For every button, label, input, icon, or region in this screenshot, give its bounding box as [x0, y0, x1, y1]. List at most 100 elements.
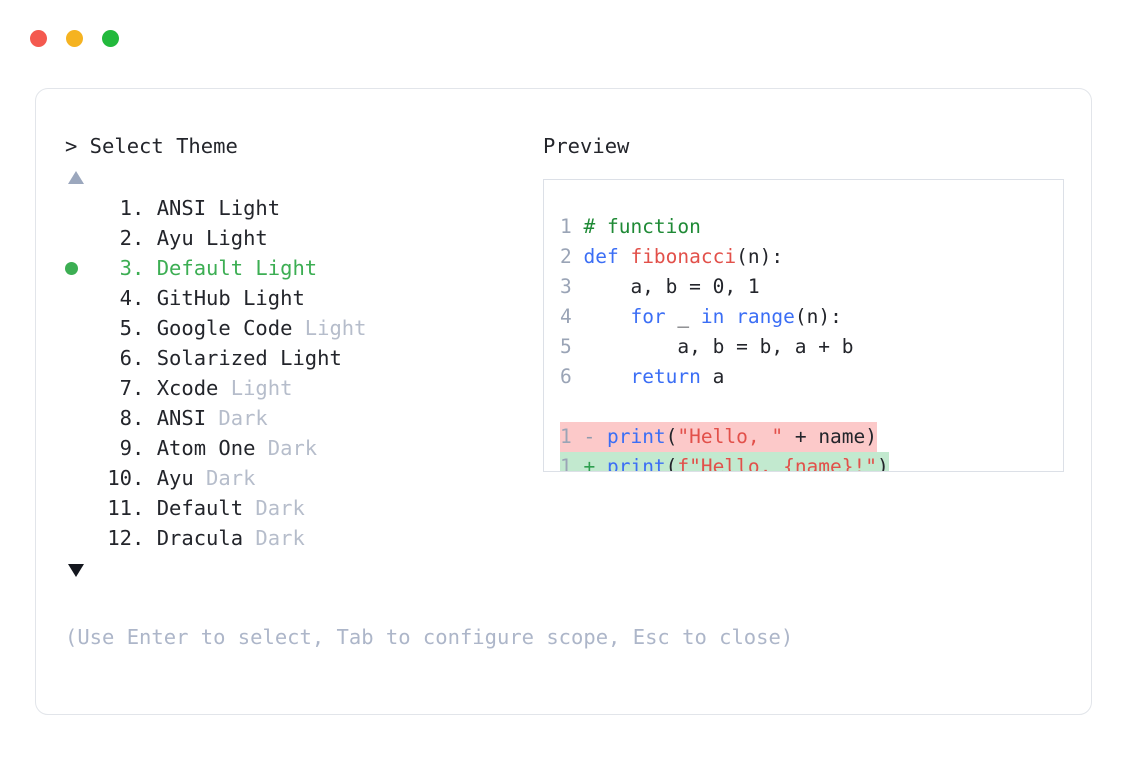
code-token: _: [665, 305, 701, 328]
close-window-button[interactable]: [30, 30, 47, 47]
diff-removed-line: 1 - print("Hello, " + name): [560, 422, 878, 452]
code-token: "Hello, ": [677, 425, 784, 448]
theme-item-variant: Light: [304, 316, 367, 340]
code-gutter-space: [572, 215, 584, 238]
diff-line-number: 1: [560, 455, 572, 472]
select-theme-prompt: > Select Theme: [65, 134, 238, 158]
theme-list-item[interactable]: 12. Dracula Dark: [65, 523, 535, 553]
theme-item-variant: Dark: [206, 466, 256, 490]
code-token: def: [583, 245, 631, 268]
code-line: 4 for _ in range(n):: [560, 302, 889, 332]
code-gutter-space: [572, 305, 584, 328]
theme-item-name: Dracula: [156, 526, 244, 550]
theme-item-index: 8: [119, 406, 133, 430]
selection-bullet-cell: [65, 343, 95, 373]
code-token: a: [700, 365, 725, 388]
selection-bullet-cell: [65, 523, 95, 553]
code-token: [583, 365, 630, 388]
code-token: (: [665, 455, 678, 472]
theme-item-index: 3: [119, 256, 133, 280]
code-token: in: [700, 305, 725, 328]
maximize-window-button[interactable]: [102, 30, 119, 47]
preview-title: Preview: [543, 134, 630, 158]
theme-item-variant: Light: [243, 286, 305, 310]
theme-item-index-dot: .: [132, 346, 145, 370]
theme-item-index-dot: .: [132, 496, 145, 520]
theme-item-index: 9: [119, 436, 133, 460]
theme-item-index: 7: [119, 376, 133, 400]
theme-item-variant: Light: [280, 346, 342, 370]
theme-item-variant: Dark: [267, 436, 318, 460]
theme-item-index: 12: [107, 526, 133, 550]
code-token: a, b = 0, 1: [583, 275, 760, 298]
code-token: (: [665, 425, 678, 448]
code-token: # function: [583, 215, 701, 238]
theme-item-index-dot: .: [132, 286, 145, 310]
minimize-window-button[interactable]: [66, 30, 83, 47]
window-traffic-lights: [30, 30, 119, 47]
theme-item-variant: Light: [255, 256, 318, 280]
theme-item-index-dot: .: [132, 466, 145, 490]
code-token: fibonacci: [630, 245, 737, 268]
selection-bullet-cell: [65, 313, 95, 343]
theme-item-index: 6: [119, 346, 133, 370]
theme-item-index: 11: [107, 496, 133, 520]
theme-item-variant: Dark: [255, 526, 305, 550]
theme-item-variant: Light: [218, 196, 281, 220]
scroll-up-arrow-icon[interactable]: [68, 171, 84, 184]
theme-item-index: 5: [119, 316, 133, 340]
code-token: [724, 305, 736, 328]
code-line-number: 5: [560, 335, 572, 358]
theme-item-variant: Light: [230, 376, 293, 400]
selection-bullet-cell: [65, 403, 95, 433]
selection-bullet-cell: [65, 493, 95, 523]
theme-item-name: Default: [156, 496, 244, 520]
selection-bullet-cell: [65, 223, 95, 253]
code-line: 3 a, b = 0, 1: [560, 272, 889, 302]
scroll-down-arrow-icon[interactable]: [68, 564, 84, 577]
code-line: 1 # function: [560, 212, 889, 242]
theme-item-index-dot: .: [132, 526, 145, 550]
theme-item-name: Solarized: [156, 346, 268, 370]
code-line-number: 3: [560, 275, 572, 298]
code-gutter-space: [572, 245, 584, 268]
code-line: 6 return a: [560, 362, 889, 392]
selection-bullet-cell: [65, 463, 95, 493]
theme-item-name: Ayu: [156, 466, 194, 490]
theme-item-index-dot: .: [132, 256, 145, 280]
code-line-number: 1: [560, 215, 572, 238]
selection-bullet-cell: [65, 373, 95, 403]
code-line-number: 4: [560, 305, 572, 328]
code-token: print: [606, 425, 666, 448]
theme-item-variant: Light: [206, 226, 268, 250]
diff-added-line: 1 + print(f"Hello, {name}!"): [560, 452, 889, 472]
code-gutter-space: [572, 275, 584, 298]
code-token: range: [736, 305, 795, 328]
code-line: 5 a, b = b, a + b: [560, 332, 889, 362]
theme-item-index-dot: .: [132, 406, 145, 430]
code-token: a, b = b, a + b: [583, 335, 854, 358]
selected-bullet-icon: [65, 261, 78, 275]
code-token: f"Hello, {name}!": [677, 455, 878, 472]
theme-item-name: Ayu: [156, 226, 194, 250]
keyboard-hint: (Use Enter to select, Tab to configure s…: [65, 625, 794, 649]
theme-list-item[interactable]: 6. Solarized Light: [65, 343, 535, 373]
theme-item-index-dot: .: [132, 196, 145, 220]
code-token: (n):: [794, 305, 842, 328]
theme-item-index-dot: .: [132, 436, 145, 460]
